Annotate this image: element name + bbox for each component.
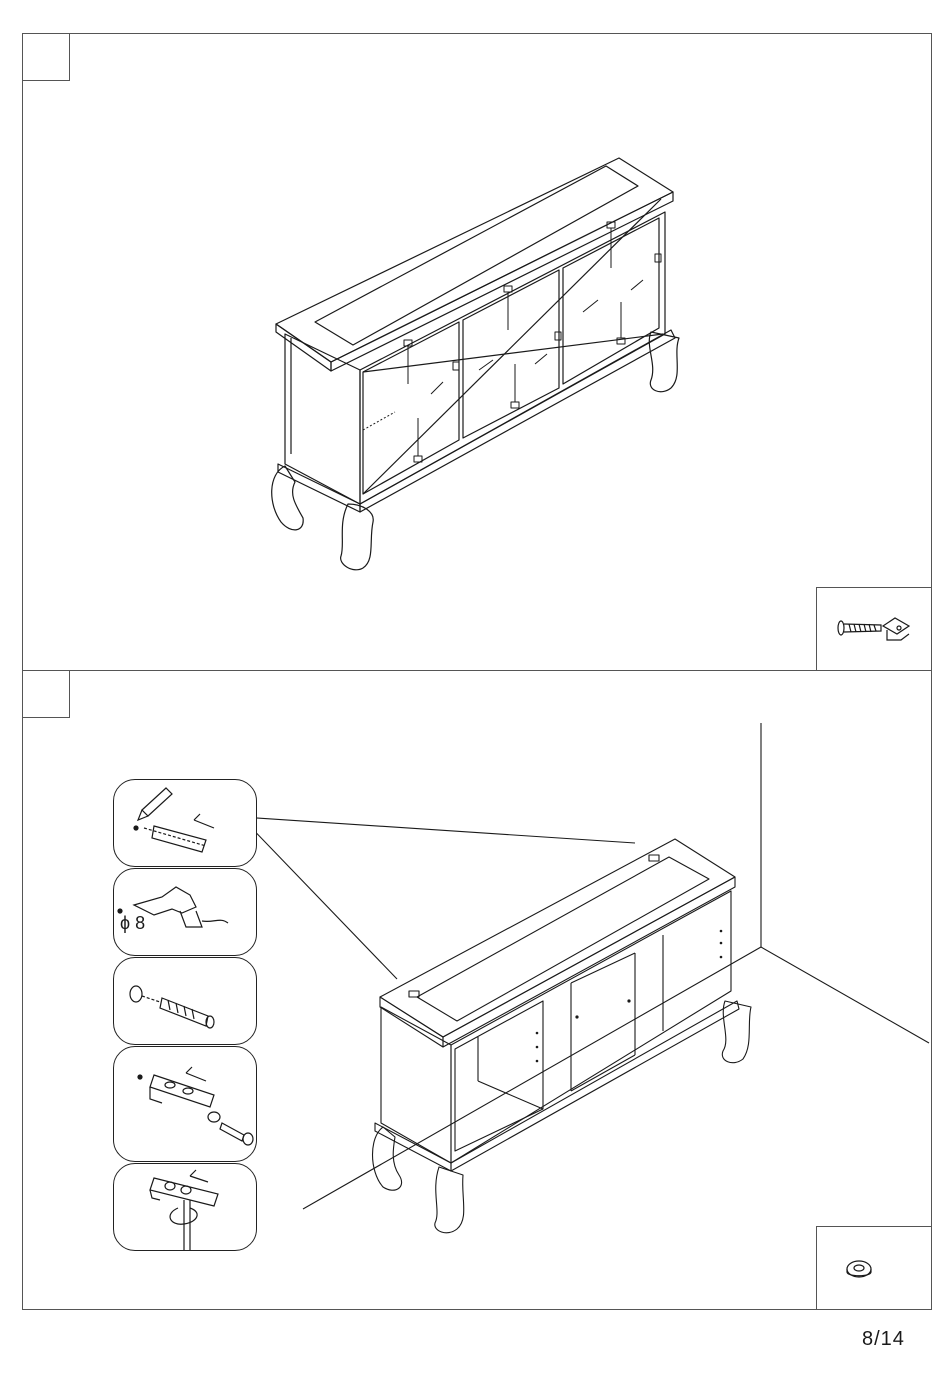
- tool-step-tighten: [113, 1163, 257, 1251]
- screw-with-bracket-icon: [817, 588, 929, 668]
- drill-icon: [114, 869, 256, 955]
- step-2-panel: ϕ 8: [22, 670, 932, 1310]
- drill-diameter-label: ϕ 8: [120, 913, 145, 934]
- page-number: 8/14: [862, 1328, 905, 1351]
- tool-step-wall-plug: [113, 957, 257, 1045]
- tool-step-mark-pencil: [113, 779, 257, 867]
- tool-step-drill: ϕ 8: [113, 868, 257, 956]
- wall-plug-icon: [114, 958, 256, 1044]
- parts-box-2: [816, 1226, 932, 1310]
- parts-box-1: [816, 587, 932, 671]
- bracket-screw-icon: [114, 1047, 256, 1161]
- tool-step-fix-bracket: [113, 1046, 257, 1162]
- washer-icon: [817, 1227, 929, 1307]
- tighten-bracket-icon: [114, 1164, 256, 1250]
- cabinet-assembly-illustration: [23, 34, 931, 670]
- step-1-panel: [22, 33, 932, 671]
- pencil-mark-icon: [114, 780, 256, 866]
